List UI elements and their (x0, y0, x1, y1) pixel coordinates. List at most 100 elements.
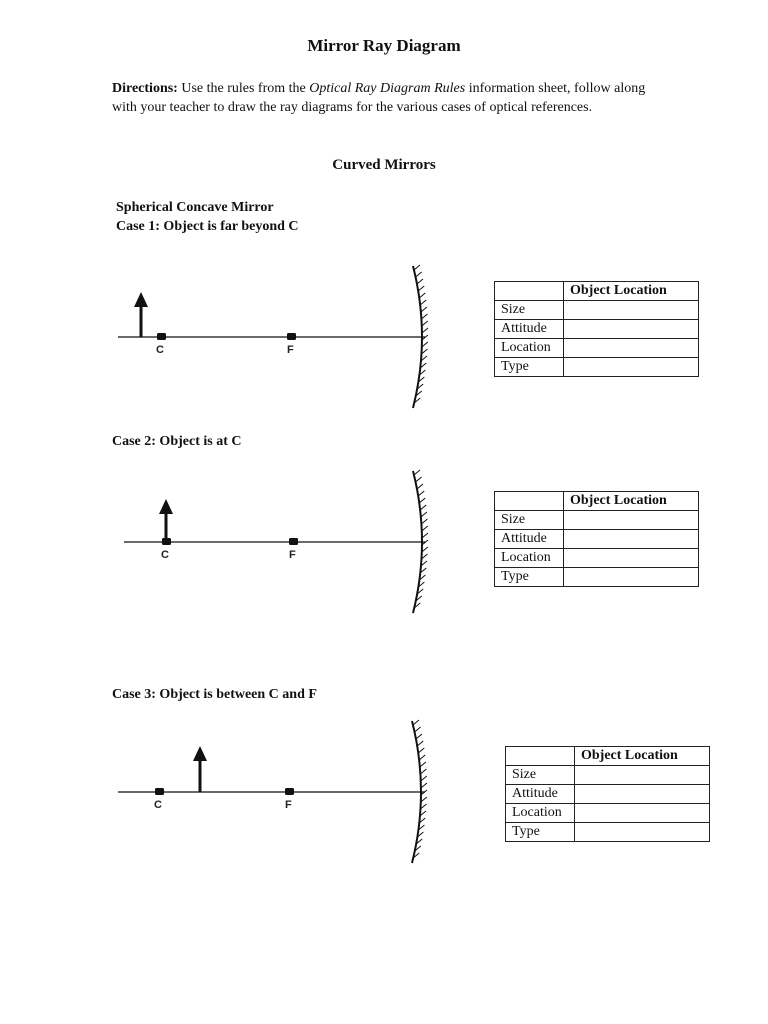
case-1-label: Case 1: Object is far beyond C (116, 219, 299, 234)
hatch-mark (421, 348, 428, 355)
hatch-mark (413, 469, 421, 476)
answer-cell-type[interactable] (563, 567, 699, 587)
table-corner-cell[interactable] (494, 491, 564, 511)
hatch-mark (415, 733, 423, 740)
answer-cell-attitude[interactable] (574, 784, 710, 804)
hatch-mark (413, 264, 421, 271)
case-2-observation-table: Object Location Size Attitude Location T… (494, 491, 699, 587)
hatch-mark (421, 525, 429, 532)
case-2-ray-diagram: C F (124, 469, 429, 614)
answer-cell-size[interactable] (574, 765, 710, 785)
point-label-f: F (287, 344, 294, 356)
center-of-curvature-point (157, 333, 166, 340)
hatch-mark (419, 369, 426, 376)
answer-cell-size[interactable] (563, 510, 699, 530)
hatch-mark (417, 490, 425, 497)
focal-point (287, 333, 296, 340)
hatch-mark (421, 546, 429, 553)
directions-reference: Optical Ray Diagram Rules (309, 81, 466, 96)
answer-cell-type[interactable] (563, 357, 699, 377)
table-header: Object Location (563, 491, 699, 511)
page-title: Mirror Ray Diagram (307, 36, 461, 55)
row-label-location: Location (505, 803, 575, 823)
hatch-mark (420, 768, 427, 775)
hatch-mark (421, 532, 429, 539)
hatch-mark (415, 838, 423, 845)
row-label-location: Location (494, 338, 564, 358)
directions-text-before: Use the rules from the (177, 81, 310, 96)
hatch-mark (419, 810, 427, 817)
point-label-c: C (156, 344, 164, 356)
answer-cell-size[interactable] (563, 300, 699, 320)
table-header: Object Location (574, 746, 710, 766)
hatch-mark (418, 376, 425, 383)
hatch-mark (418, 497, 426, 504)
hatch-mark (412, 852, 420, 859)
hatch-mark (421, 313, 428, 320)
hatch-mark (413, 602, 421, 609)
hatch-mark (419, 567, 427, 574)
row-label-type: Type (494, 357, 564, 377)
point-label-c: C (161, 549, 169, 561)
hatch-mark (418, 824, 425, 831)
mirror-type-heading: Spherical Concave Mirror (116, 200, 274, 215)
row-label-type: Type (505, 822, 575, 842)
answer-cell-type[interactable] (574, 822, 710, 842)
hatch-mark (420, 306, 428, 313)
hatch-mark (420, 560, 428, 567)
hatch-mark (417, 747, 425, 754)
hatch-mark (418, 754, 426, 761)
hatch-mark (420, 789, 428, 796)
object-arrow-head (134, 292, 148, 307)
hatch-mark (421, 320, 429, 327)
mirror-hatching (413, 469, 429, 609)
hatch-mark (419, 504, 427, 511)
point-label-f: F (289, 549, 296, 561)
answer-cell-location[interactable] (563, 338, 699, 358)
directions-paragraph: Directions: Use the rules from the Optic… (112, 79, 652, 117)
hatch-mark (421, 539, 429, 546)
table-corner-cell[interactable] (494, 281, 564, 301)
hatch-mark (420, 511, 428, 518)
hatch-mark (414, 845, 422, 852)
hatch-mark (421, 518, 428, 525)
answer-cell-location[interactable] (574, 803, 710, 823)
mirror-hatching (412, 719, 428, 859)
answer-cell-attitude[interactable] (563, 319, 699, 339)
case-3-observation-table: Object Location Size Attitude Location T… (505, 746, 710, 842)
row-label-location: Location (494, 548, 564, 568)
hatch-mark (416, 588, 424, 595)
object-arrow-head (193, 746, 207, 761)
row-label-attitude: Attitude (494, 529, 564, 549)
hatch-mark (416, 740, 424, 747)
answer-cell-location[interactable] (563, 548, 699, 568)
hatch-mark (418, 817, 426, 824)
table-corner-cell[interactable] (505, 746, 575, 766)
table-header: Object Location (563, 281, 699, 301)
object-arrow-head (159, 499, 173, 514)
row-label-size: Size (505, 765, 575, 785)
hatch-mark (421, 553, 428, 560)
hatch-mark (419, 574, 426, 581)
hatch-mark (421, 341, 429, 348)
hatch-mark (419, 299, 427, 306)
concave-mirror (411, 720, 422, 864)
case-1-observation-table: Object Location Size Attitude Location T… (494, 281, 699, 377)
hatch-mark (415, 595, 423, 602)
directions-label: Directions: (112, 81, 178, 96)
answer-cell-attitude[interactable] (563, 529, 699, 549)
hatch-mark (420, 796, 428, 803)
hatch-mark (412, 719, 420, 726)
focal-point (289, 538, 298, 545)
case-3-label: Case 3: Object is between C and F (112, 687, 317, 702)
hatch-mark (413, 397, 421, 404)
row-label-attitude: Attitude (505, 784, 575, 804)
hatch-mark (418, 292, 426, 299)
concave-mirror (412, 470, 423, 614)
row-label-size: Size (494, 510, 564, 530)
hatch-mark (415, 476, 422, 483)
hatch-mark (421, 334, 429, 341)
case-2-label: Case 2: Object is at C (112, 434, 242, 449)
case-3-ray-diagram: C F (118, 719, 428, 864)
hatch-mark (417, 831, 424, 838)
